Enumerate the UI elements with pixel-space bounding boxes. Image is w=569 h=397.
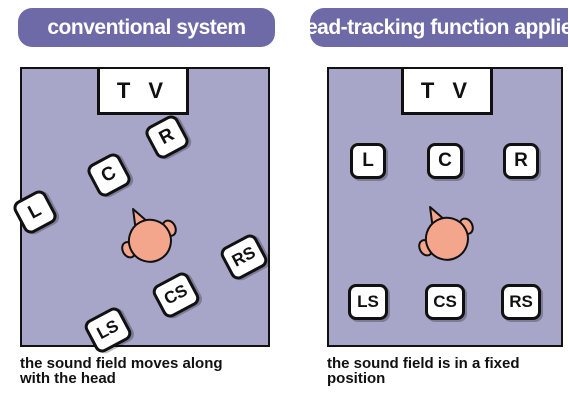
speaker-label: RS: [509, 292, 533, 311]
tv-label: T V: [116, 77, 170, 103]
speaker-label: LS: [93, 316, 122, 344]
speaker-label: R: [514, 150, 528, 171]
conventional-system-header: conventional system: [18, 8, 275, 47]
header-label: conventional system: [47, 15, 246, 39]
caption-head-tracking: the sound field is in a fixed position: [327, 356, 563, 386]
speaker-c: C: [84, 150, 134, 200]
caption-line: the sound field is in a fixed: [327, 355, 520, 372]
speaker-cs: CS: [149, 269, 203, 321]
speaker-label: L: [24, 199, 45, 224]
speaker-label: LS: [357, 292, 379, 311]
speaker-label: L: [362, 150, 374, 171]
speaker-label: C: [438, 150, 452, 171]
listener-head-icon: [418, 205, 474, 261]
speaker-label: C: [97, 162, 120, 188]
caption-line: position: [327, 370, 386, 387]
room-diagram-head-tracking: T V L C R LS CS RS: [327, 67, 563, 347]
speaker-label: RS: [228, 242, 259, 271]
speaker-l: L: [350, 143, 386, 179]
speaker-label: R: [155, 124, 178, 150]
tv-label: T V: [420, 77, 474, 103]
caption-conventional: the sound field moves along with the hea…: [20, 356, 270, 386]
speaker-cs: CS: [425, 284, 465, 320]
speaker-rs: RS: [217, 231, 271, 283]
tv-box: T V: [401, 67, 493, 115]
header-label: head-tracking function applied: [310, 15, 568, 39]
caption-line: the sound field moves along: [20, 355, 223, 372]
listener-head-icon: [121, 207, 177, 263]
speaker-label: CS: [160, 280, 191, 309]
speaker-ls: LS: [81, 304, 135, 356]
speaker-rs: RS: [501, 284, 541, 320]
speaker-r: R: [503, 143, 539, 179]
head-tracking-header: head-tracking function applied: [310, 8, 568, 47]
speaker-label: CS: [433, 292, 457, 311]
speaker-c: C: [427, 143, 463, 179]
caption-line: with the head: [20, 370, 116, 387]
tv-box: T V: [97, 67, 189, 115]
speaker-r: R: [142, 112, 192, 162]
speaker-ls: LS: [348, 284, 388, 320]
speaker-l: L: [10, 187, 60, 237]
room-diagram-conventional: T V R C L RS CS LS: [10, 67, 271, 356]
